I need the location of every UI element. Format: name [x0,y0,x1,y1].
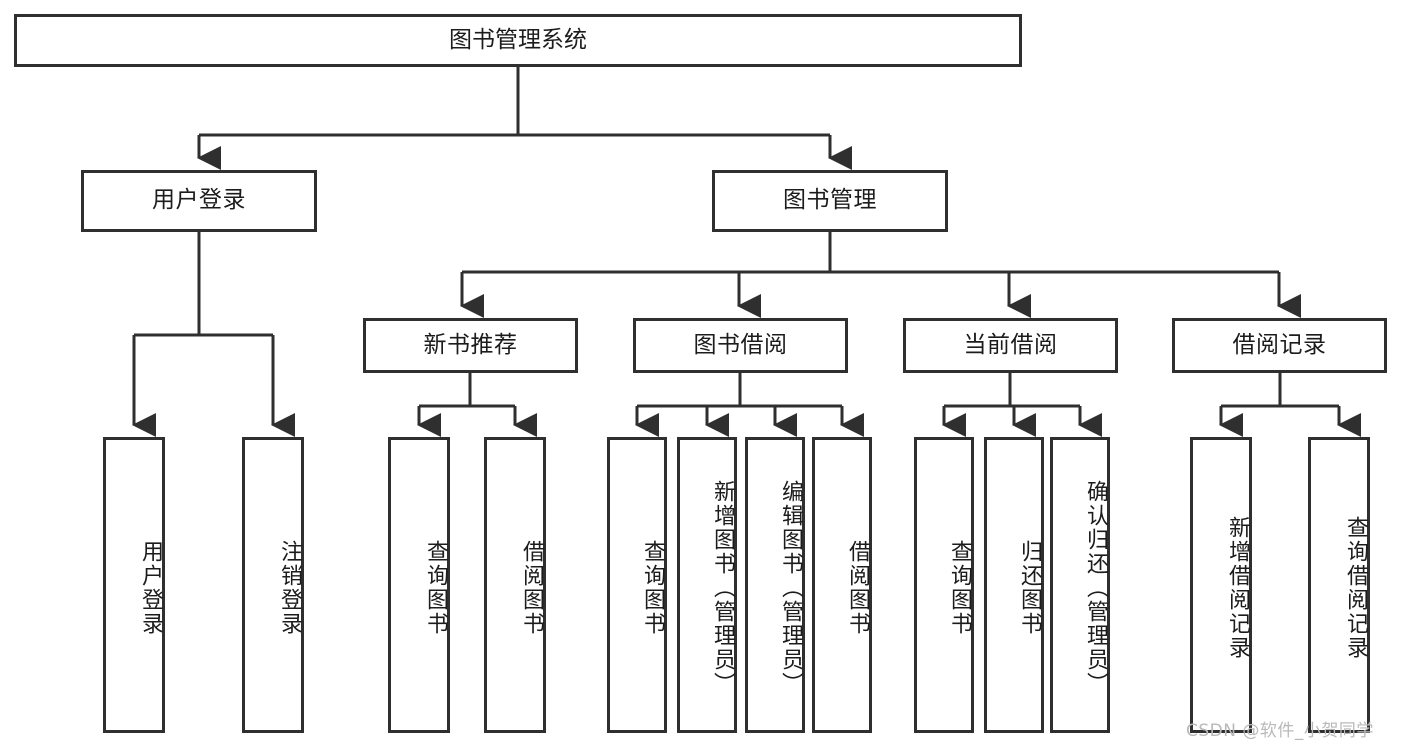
node-leaf-borrow-book-1-label: 借阅图书 [519,540,544,636]
node-borrow-record[interactable]: 借阅记录 [1172,318,1387,373]
node-leaf-borrow-book-1[interactable]: 借阅图书 [484,437,546,733]
node-book-manage[interactable]: 图书管理 [712,170,948,232]
node-leaf-edit-book-admin-label: 编辑图书（管理员） [778,480,803,696]
watermark-text: CSDN @软件_小贺同学 [1186,721,1374,741]
node-borrow-record-label: 借阅记录 [1232,331,1327,358]
node-leaf-user-login[interactable]: 用户登录 [103,437,165,733]
node-current-borrow-label: 当前借阅 [963,331,1058,358]
node-leaf-return-book-label: 归还图书 [1017,540,1042,636]
node-leaf-query-book-2-label: 查询图书 [640,540,665,636]
node-leaf-add-borrow-record-label: 新增借阅记录 [1225,516,1250,660]
node-new-book-recommend-label: 新书推荐 [423,331,518,358]
node-leaf-logout-login[interactable]: 注销登录 [242,437,304,733]
node-leaf-query-book-2[interactable]: 查询图书 [607,437,667,733]
node-leaf-query-book-1-label: 查询图书 [423,540,448,636]
node-leaf-borrow-book-2[interactable]: 借阅图书 [812,437,872,733]
node-leaf-query-book-1[interactable]: 查询图书 [388,437,450,733]
node-root-label: 图书管理系统 [449,26,587,53]
node-leaf-add-book-admin[interactable]: 新增图书（管理员） [677,437,737,733]
node-leaf-confirm-return-admin-label: 确认归还（管理员） [1083,480,1108,696]
node-leaf-user-login-label: 用户登录 [138,540,163,636]
node-leaf-return-book[interactable]: 归还图书 [984,437,1044,733]
node-leaf-add-borrow-record[interactable]: 新增借阅记录 [1190,437,1252,733]
node-leaf-query-book-3-label: 查询图书 [947,540,972,636]
node-root[interactable]: 图书管理系统 [14,14,1022,67]
node-leaf-query-book-3[interactable]: 查询图书 [914,437,974,733]
node-leaf-query-borrow-record[interactable]: 查询借阅记录 [1308,437,1370,733]
node-user-login[interactable]: 用户登录 [81,170,317,232]
node-book-manage-label: 图书管理 [783,187,877,214]
node-leaf-logout-login-label: 注销登录 [277,540,302,636]
node-current-borrow[interactable]: 当前借阅 [903,318,1118,373]
node-leaf-add-book-admin-label: 新增图书（管理员） [710,480,735,696]
node-new-book-recommend[interactable]: 新书推荐 [363,318,578,373]
node-leaf-borrow-book-2-label: 借阅图书 [845,540,870,636]
node-book-borrow-label: 图书借阅 [693,331,788,358]
node-leaf-confirm-return-admin[interactable]: 确认归还（管理员） [1050,437,1110,733]
node-leaf-query-borrow-record-label: 查询借阅记录 [1343,516,1368,660]
node-leaf-edit-book-admin[interactable]: 编辑图书（管理员） [745,437,805,733]
node-user-login-label: 用户登录 [152,187,246,214]
node-book-borrow[interactable]: 图书借阅 [633,318,848,373]
